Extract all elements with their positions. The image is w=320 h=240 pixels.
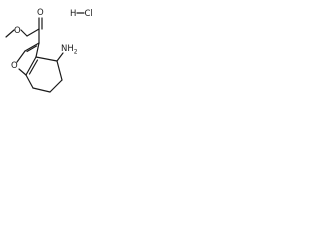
ring-c6-c7-bond: [32, 87, 51, 93]
furan-c3-c2-double: [26, 45, 38, 53]
furan-o-c7a-bond: [18, 68, 27, 76]
furan-ring: O: [11, 42, 40, 76]
methyl-bond: [5, 29, 15, 38]
hydrochloride-salt: H Cl: [70, 9, 93, 19]
amine-nitrogen: N: [61, 44, 67, 54]
salt-chlorine: Cl: [85, 9, 93, 19]
ester-o-bond: [20, 29, 28, 37]
ring-c7-c7a-bond: [25, 74, 34, 89]
cyclohexene-ring: [25, 56, 63, 93]
chemical-structure-diagram: H Cl O O O NH2: [5, 8, 93, 93]
furan-c7a-c3a-double: [28, 59, 39, 75]
amine-label: NH2: [61, 44, 78, 56]
ester-carbonyl-bond: [26, 28, 40, 37]
furan-c7a-c3a-bond: [25, 56, 37, 76]
ester-oxygen: O: [14, 26, 21, 36]
furan-c2-o-bond: [16, 50, 26, 63]
c4-n-bond: [56, 52, 64, 62]
amino-group: NH2: [56, 44, 78, 62]
carbonyl-oxygen: O: [37, 8, 44, 18]
furan-oxygen: O: [11, 61, 18, 71]
salt-hydrogen: H: [70, 9, 76, 19]
amine-hydrogen: H: [67, 44, 73, 54]
ring-c5-c6-bond: [49, 79, 63, 93]
methyl-ester-group: O O: [5, 8, 44, 44]
furan-c3-c2-bond: [24, 42, 40, 52]
furan-c3-c3a-bond: [35, 42, 40, 58]
amine-subscript: 2: [74, 49, 78, 56]
ring-c3a-c4-bond: [35, 56, 58, 62]
ring-c4-c5-bond: [56, 60, 63, 81]
